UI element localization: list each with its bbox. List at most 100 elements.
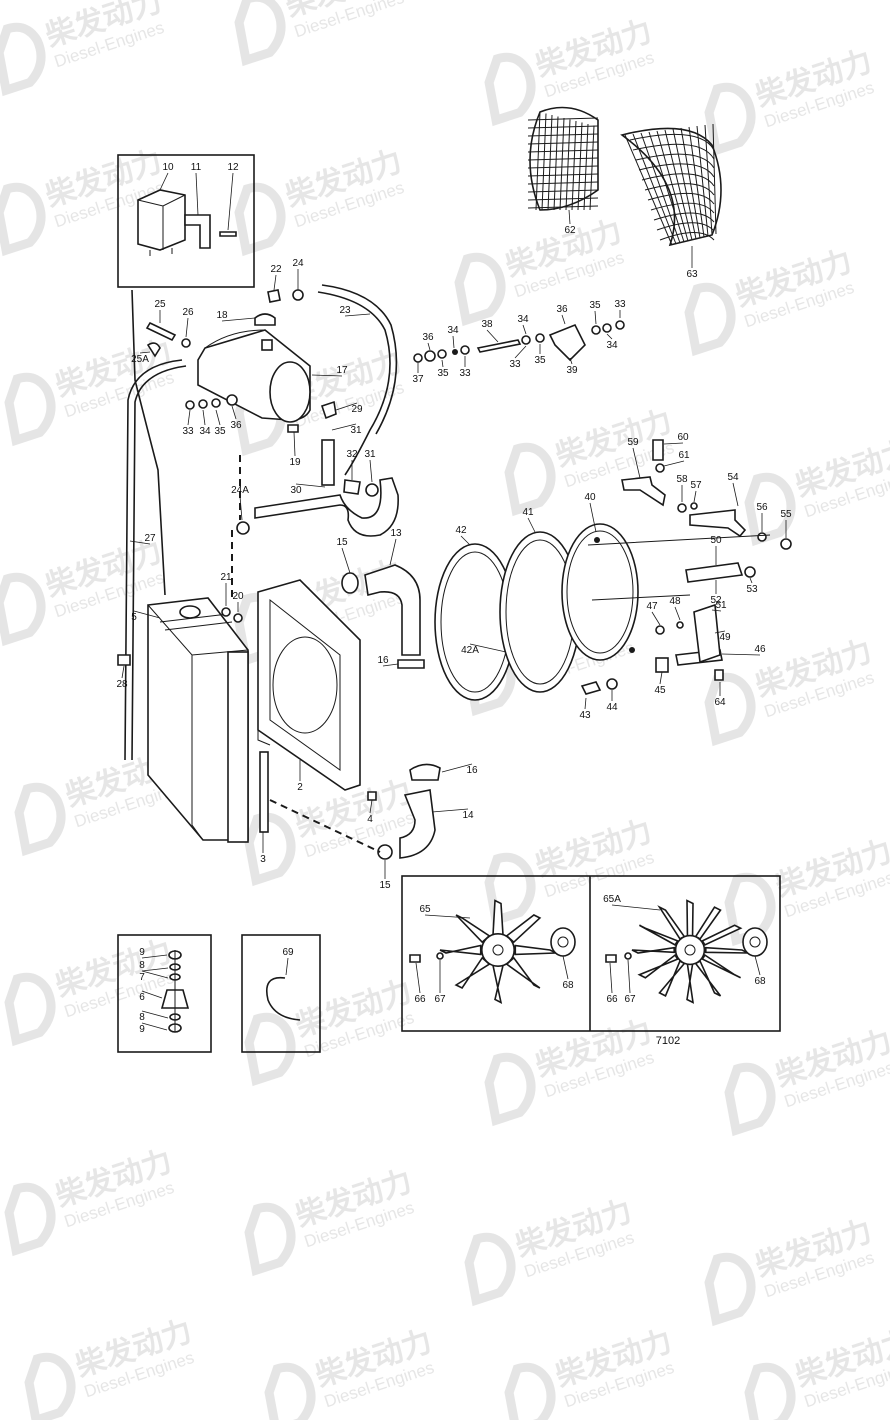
callout-leader — [202, 409, 206, 426]
callout-leader — [139, 351, 151, 354]
part-callout: 32 — [346, 449, 358, 460]
callout-leader — [589, 502, 597, 533]
callout-leader — [159, 172, 169, 191]
callout-leader — [431, 808, 469, 813]
fan-blade-65 — [439, 899, 557, 1004]
callout-leader — [133, 610, 161, 619]
callout-leader — [749, 577, 753, 584]
callout-leader — [273, 274, 277, 291]
callout-leader — [141, 1022, 168, 1031]
callout-leader — [121, 665, 125, 679]
part-callout: 62 — [564, 225, 576, 236]
callout-leader — [415, 962, 421, 994]
small-fasteners — [117, 530, 377, 833]
callout-leader — [382, 663, 399, 667]
coolant-hose-30 — [236, 439, 399, 537]
part-callout: 65 — [419, 904, 431, 915]
part-callout: 56 — [756, 502, 768, 513]
part-callout: 69 — [282, 947, 294, 958]
callout-leader — [441, 763, 473, 773]
callout-leader — [632, 447, 641, 479]
part-callout: 36 — [422, 332, 434, 343]
part-callout: 19 — [289, 457, 301, 468]
part-callout: 14 — [462, 810, 474, 821]
ring-clip-box — [241, 934, 321, 1053]
callout-leader — [129, 540, 151, 545]
callout-leader — [231, 405, 237, 420]
callout-leader — [611, 904, 661, 911]
part-callout: 34 — [517, 314, 529, 325]
part-callout: 53 — [746, 584, 758, 595]
part-callout: 11 — [191, 162, 202, 173]
callout-leader — [584, 697, 587, 710]
part-callout: 15 — [379, 880, 391, 891]
fan-guard-mesh-63 — [620, 123, 722, 247]
callout-leader — [606, 333, 613, 340]
callout-leader — [141, 954, 168, 959]
part-callout: 43 — [579, 710, 591, 721]
part-callout: 33 — [182, 426, 194, 437]
part-callout: 61 — [678, 450, 690, 461]
callout-leader — [562, 955, 569, 980]
part-callout: 34 — [447, 325, 459, 336]
part-callout: 15 — [336, 537, 348, 548]
part-callout: 63 — [686, 269, 698, 280]
callout-leader — [693, 490, 697, 503]
part-callout: 45 — [654, 685, 666, 696]
part-callout: 46 — [754, 644, 766, 655]
part-callout: 49 — [719, 632, 731, 643]
part-callout: 28 — [116, 679, 128, 690]
callout-leader — [331, 423, 357, 431]
callout-leader — [711, 609, 722, 612]
callout-leader — [651, 611, 661, 626]
callout-leader — [369, 799, 373, 814]
part-callout: 13 — [390, 528, 402, 539]
part-callout: 35 — [437, 368, 449, 379]
callout-leader — [295, 483, 326, 488]
part-callout: 35 — [214, 426, 226, 437]
part-callout: 55 — [780, 509, 792, 520]
callout-leader — [522, 324, 527, 335]
part-callout: 31 — [350, 425, 362, 436]
callout-leader — [627, 959, 631, 994]
part-callout: 33 — [614, 299, 626, 310]
fan-blade-65a — [631, 899, 749, 1004]
callout-leader — [389, 538, 397, 566]
part-callout: 17 — [336, 365, 348, 376]
part-callout: 16 — [377, 655, 389, 666]
callout-leader — [141, 967, 169, 972]
part-callout: 5 — [131, 612, 137, 623]
fan-guard-mesh-62 — [527, 106, 599, 211]
part-callout: 66 — [606, 994, 618, 1005]
part-callout: 36 — [230, 420, 242, 431]
part-callout: 59 — [627, 437, 639, 448]
part-callout: 8 — [139, 960, 145, 971]
part-callout: 10 — [162, 162, 174, 173]
callout-leader — [285, 957, 289, 976]
part-callout: 35 — [589, 300, 601, 311]
part-callout: 24A — [231, 485, 249, 496]
callout-leader — [239, 495, 243, 521]
callout-leader — [195, 172, 199, 216]
callout-leader — [427, 342, 431, 351]
part-callout: 23 — [339, 305, 351, 316]
figure-code: 7102 — [656, 1035, 680, 1047]
callout-leader — [663, 460, 685, 467]
callout-leader — [609, 962, 613, 994]
part-callout: 38 — [481, 319, 493, 330]
callout-leader — [568, 209, 571, 225]
part-callout: 41 — [522, 507, 534, 518]
radiator — [147, 597, 249, 843]
part-callout: 66 — [414, 994, 426, 1005]
